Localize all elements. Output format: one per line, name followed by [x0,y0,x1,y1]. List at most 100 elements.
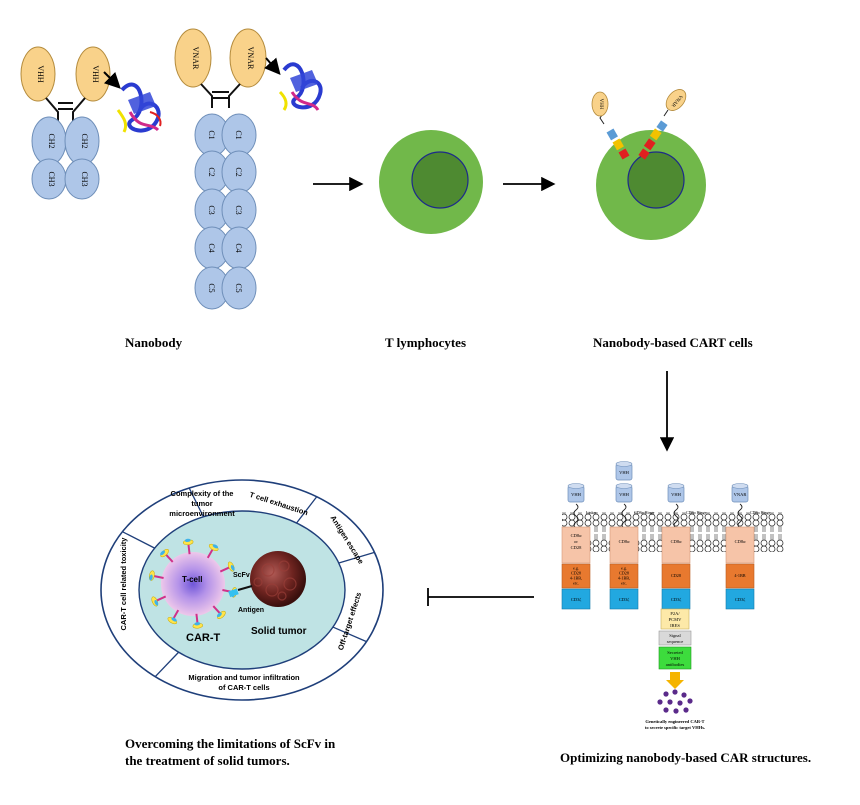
ring-divider [332,626,367,643]
secretion-arrow [666,672,684,689]
cd3-label: CD3ζ [671,597,682,602]
costim-label: 4-1BB [734,573,745,578]
t-lymphocyte-cell [379,130,483,234]
car-t-label: CAR-T [186,632,220,644]
linker-label: Linker [586,510,597,515]
cd3-zeta-domain [609,588,639,610]
receptor-top-label: VHH [619,470,629,475]
p2a-text-1: P2A/ [670,611,680,616]
transmembrane-domain [661,526,691,564]
tm-label: CD8α [571,533,583,538]
linker-label: CD8α Hinge [750,510,771,515]
ring-divider [154,651,180,678]
structure-arrow [264,57,281,76]
ch2-label: CH2 [80,133,89,148]
costim-label: CD28 [571,571,581,576]
signal-text-1: Signal [669,633,681,638]
segment-6-label: CAR-T cell related toxicity [119,537,128,631]
structure-arrow [103,71,121,89]
car-receptor-1: VHHLinkerCD8αorCD28e.g.CD284-1BB,etc.CD3… [561,483,597,610]
costimulatory-domain [725,563,755,589]
constant-domain-c5-right [221,266,257,310]
constant-domain-label: C3 [207,205,216,214]
tm-label: or [574,539,578,544]
secreted-text-2: VHH [670,656,680,661]
vnar-label-left: VNAR [191,47,200,70]
constant-domain-label: C5 [234,283,243,292]
secreted-vhh-molecules [657,689,693,714]
scfv-label: ScFv [233,572,250,579]
linker [573,503,579,529]
secreted-text-3: antibodies [666,662,685,667]
ring-divider [122,531,155,549]
signal-text-2: sequence [667,639,684,644]
constant-domain-label: C3 [234,205,243,214]
vhh-crystal-structure-icon [116,82,162,133]
nucleus [411,151,469,209]
note-line-1: Genetically engineered CAR-T [645,719,704,724]
receptor-top-label: VHH [619,492,629,497]
nanobody-cart-cell: VHH VNAR [591,89,706,240]
scfv-connector [228,588,239,598]
vhh-label-left: VHH [36,65,45,83]
solid-tumor-label: Solid tumor [251,626,307,637]
ring-divider [188,487,204,518]
costim-label: etc. [621,581,627,586]
cd3-zeta-domain [561,588,591,610]
caption-t-lymphocytes: T lymphocytes [385,335,466,350]
costim-label: CD28 [619,571,629,576]
costim-label: e.g. [621,566,627,571]
constant-domain-label: C2 [207,167,216,176]
p2a-text-2: PCMV [669,617,683,622]
nucleus [627,151,685,209]
hinge [200,83,241,108]
segment-1-line-1: Complexity of the [171,489,234,498]
segment-5-line-1: Migration and tumor infiltration [188,673,300,682]
limitations-diagram: Complexity of the tumor microenvironment… [100,479,384,701]
caption-overcoming-line-1: Overcoming the limitations of ScFv in [125,736,336,751]
cd3-label: CD3ζ [735,597,746,602]
t-cell-label: T-cell [182,575,202,584]
tm-label: CD28 [571,545,583,550]
secreted-vhh-block [658,646,692,670]
car-receptor-vnar: VNAR [638,89,687,160]
ch3-label: CH3 [80,171,89,186]
transmembrane-domain [725,526,755,564]
secreted-text-1: Secreted [667,650,683,655]
transmembrane-domain [609,526,639,564]
car-structures-panel: VHHLinkerCD8αorCD28e.g.CD284-1BB,etc.CD3… [561,461,784,730]
linker-label: CD8α Hinge [634,510,655,515]
costimulatory-domain [561,563,591,589]
p2a-text-3: IRES [670,623,680,628]
costimulatory-domain [661,563,691,589]
inner-circle [138,510,346,670]
p2a-block [660,608,690,630]
receptor-top-label: VNAR [734,492,747,497]
car-receptor-vhh: VHH [591,91,630,160]
ch2-label: CH2 [47,133,56,148]
constant-domain-label: C1 [234,130,243,139]
caption-optimizing: Optimizing nanobody-based CAR structures… [560,750,811,765]
car-receptor-group: VHHLinkerCD8αorCD28e.g.CD284-1BB,etc.CD3… [561,461,771,610]
linker [673,503,679,529]
costim-label: 4-1BB, [618,576,630,582]
vnar-crystal-structure-icon [278,62,323,111]
cd3-zeta-domain [725,588,755,610]
vnar-label-right: VNAR [246,47,255,70]
segment-5-line-2: of CAR-T cells [218,683,269,692]
segment-1-line-3: microenvironment [169,509,235,518]
ring-divider [338,551,375,564]
linker [621,503,627,529]
caption-nanobody-cart: Nanobody-based CART cells [593,335,753,350]
vnar-domain-left [174,28,212,88]
caption-overcoming-line-2: the treatment of solid tumors. [125,753,290,768]
ch3-domain-right [64,158,100,200]
costim-label: e.g. [573,566,579,571]
costim-label: etc. [573,581,579,586]
caption-nanobody: Nanobody [125,335,183,350]
